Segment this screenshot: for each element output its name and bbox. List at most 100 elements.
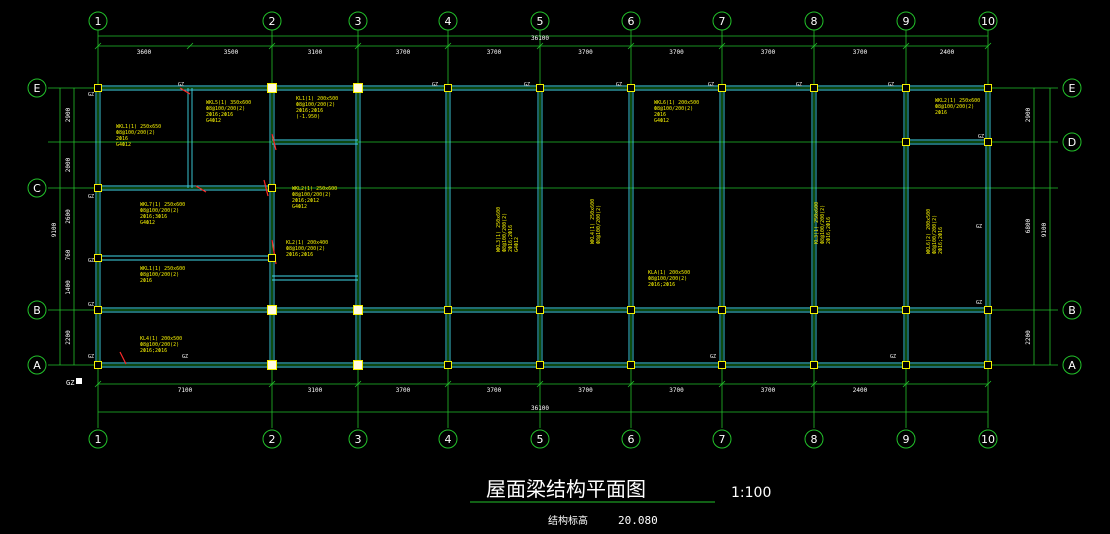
column-tag: GZ xyxy=(708,82,714,88)
dim-tick xyxy=(536,42,544,50)
svg-text:8: 8 xyxy=(811,433,818,446)
column xyxy=(268,184,276,192)
svg-text:WKL2(1) 250x600Ф8@100/200(2)2Ф: WKL2(1) 250x600Ф8@100/200(2)2Ф16 xyxy=(935,98,980,116)
svg-text:1: 1 xyxy=(95,15,102,28)
dim-tick xyxy=(354,380,362,388)
legend-label: GZ xyxy=(66,379,74,387)
left-dim-total: 9100 xyxy=(51,222,58,237)
bottom-dim-4: 3700 xyxy=(578,387,593,394)
column xyxy=(902,138,910,146)
column xyxy=(984,138,992,146)
column-tag: GZ xyxy=(616,82,622,88)
svg-text:10: 10 xyxy=(981,433,995,446)
beam-annotation-11: WKL3(1) 250x600Ф8@100/200(2)2Ф16;2Ф16G4Ф… xyxy=(496,207,520,252)
column xyxy=(94,254,102,262)
svg-text:WKL1(1) 250x600Ф8@100/200(2)2Ф: WKL1(1) 250x600Ф8@100/200(2)2Ф16 xyxy=(140,266,185,284)
svg-text:7: 7 xyxy=(719,433,726,446)
column xyxy=(536,306,544,314)
svg-text:WKL4(1) 250x600Ф8@100/200(2): WKL4(1) 250x600Ф8@100/200(2) xyxy=(590,199,602,244)
dim-tick xyxy=(186,42,194,50)
dim-tick xyxy=(268,380,276,388)
column xyxy=(810,361,818,369)
column-tag: GZ xyxy=(88,92,94,98)
bottom-dim-2: 3700 xyxy=(396,387,411,394)
dim-tick xyxy=(444,42,452,50)
grid-bubble-right-B: B xyxy=(1062,300,1082,320)
column xyxy=(627,361,635,369)
grid-bubble-bottom-4: 4 xyxy=(438,429,458,449)
grid-bubble-right-E: E xyxy=(1062,78,1082,98)
structural-columns xyxy=(94,83,992,370)
top-dim-3: 3700 xyxy=(396,49,411,56)
grid-bubble-left-C: C xyxy=(27,178,47,198)
drawing-title: 屋面梁结构平面图 xyxy=(486,477,646,501)
dim-tick xyxy=(627,42,635,50)
horizontal-axis-lines xyxy=(48,87,1058,366)
top-dim-1: 3500 xyxy=(224,49,239,56)
top-dimension-lines xyxy=(98,35,988,47)
column xyxy=(444,306,452,314)
left-dim-4: 1400 xyxy=(65,280,72,295)
grid-bubble-bottom-9: 9 xyxy=(896,429,916,449)
top-dim-2: 3100 xyxy=(308,49,323,56)
column xyxy=(268,254,276,262)
column xyxy=(536,361,544,369)
svg-text:E: E xyxy=(34,82,41,95)
beam-annotation-13: KL3(1) 250x600Ф8@100/200(2)2Ф16;2Ф16 xyxy=(814,202,832,244)
bottom-dim-5: 3700 xyxy=(669,387,684,394)
dim-tick xyxy=(984,42,992,50)
grid-bubble-top-3: 3 xyxy=(348,11,368,31)
column-tag: GZ xyxy=(88,354,94,360)
top-dim-6: 3700 xyxy=(669,49,684,56)
column xyxy=(810,306,818,314)
svg-text:KLA(1) 200x500Ф8@100/200(2)2Ф1: KLA(1) 200x500Ф8@100/200(2)2Ф16;2Ф16 xyxy=(648,270,690,288)
column-tag: GZ xyxy=(88,194,94,200)
dim-tick xyxy=(536,380,544,388)
grid-bubble-top-9: 9 xyxy=(896,11,916,31)
top-dim-9: 2400 xyxy=(940,49,955,56)
column xyxy=(902,84,910,92)
dim-tick xyxy=(94,380,102,388)
beam-lines xyxy=(95,85,991,368)
grid-bubble-right-A: A xyxy=(1062,355,1082,375)
elevation-value: 20.080 xyxy=(618,514,658,527)
dim-tick xyxy=(810,380,818,388)
column xyxy=(353,360,363,370)
column xyxy=(94,361,102,369)
dim-tick xyxy=(718,380,726,388)
grid-bubble-bottom-2: 2 xyxy=(262,429,282,449)
svg-text:A: A xyxy=(1068,359,1076,372)
svg-text:WKL6(2) 200x500Ф8@100/200(2)2Ф: WKL6(2) 200x500Ф8@100/200(2)2Ф16;2Ф16 xyxy=(926,209,944,254)
grid-bubble-bottom-8: 8 xyxy=(804,429,824,449)
right-dim-total: 9100 xyxy=(1041,222,1048,237)
grid-bubble-top-6: 6 xyxy=(621,11,641,31)
column xyxy=(984,361,992,369)
right-dimension-lines xyxy=(1033,88,1051,365)
column xyxy=(444,361,452,369)
dim-tick xyxy=(984,380,992,388)
svg-text:WKL6(1) 200x500Ф8@100/200(2)2Ф: WKL6(1) 200x500Ф8@100/200(2)2Ф16G4Ф12 xyxy=(654,100,699,124)
dim-tick xyxy=(718,42,726,50)
bottom-dim-3: 3700 xyxy=(487,387,502,394)
column xyxy=(902,361,910,369)
svg-text:10: 10 xyxy=(981,15,995,28)
column xyxy=(718,306,726,314)
left-dimension-lines xyxy=(59,88,75,365)
svg-text:B: B xyxy=(1068,304,1076,317)
column-tag: GZ xyxy=(978,134,984,140)
beam-annotation-10: WKL6(2) 200x500Ф8@100/200(2)2Ф16;2Ф16 xyxy=(926,209,944,254)
top-dim-8: 3700 xyxy=(853,49,868,56)
grid-bubble-top-2: 2 xyxy=(262,11,282,31)
column xyxy=(94,184,102,192)
svg-text:WKL3(1) 250x600Ф8@100/200(2)2Ф: WKL3(1) 250x600Ф8@100/200(2)2Ф16;2Ф16G4Ф… xyxy=(496,207,520,252)
